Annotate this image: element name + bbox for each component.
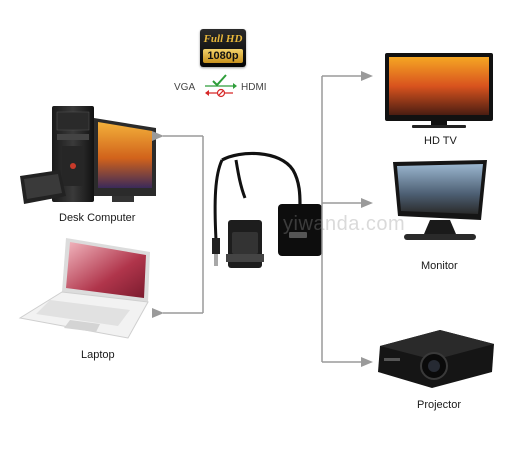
full-hd-badge: Full HD 1080p [200,29,246,67]
source-connectors [163,135,204,314]
output-connectors [321,75,365,363]
arrowhead-monitor [361,198,373,208]
output-label-projector: Projector [417,399,461,411]
source-label-desktop: Desk Computer [59,212,136,224]
output-label-hdtv: HD TV [424,135,457,147]
monitor-icon [393,160,487,240]
laptop-icon [18,238,150,339]
conversion-source-label: VGA [174,82,195,93]
arrowhead-projector [361,357,373,367]
output-label-monitor: Monitor [421,260,458,272]
arrowhead-desktop [152,131,164,141]
arrowhead-laptop [152,308,164,318]
conversion-target-label: HDMI [241,82,267,93]
arrowhead-hdtv [361,71,373,81]
badge-line2: 1080p [203,49,243,63]
source-label-laptop: Laptop [81,349,115,361]
tv-icon [385,53,493,128]
check-icon [205,74,237,89]
desktop-computer-icon [20,106,156,204]
projector-icon [378,330,494,388]
badge-line1: Full HD [203,33,243,45]
vga-hdmi-adapter-icon [212,151,322,268]
watermark: yiwanda.com [283,213,406,235]
prohibited-icon [205,88,233,98]
